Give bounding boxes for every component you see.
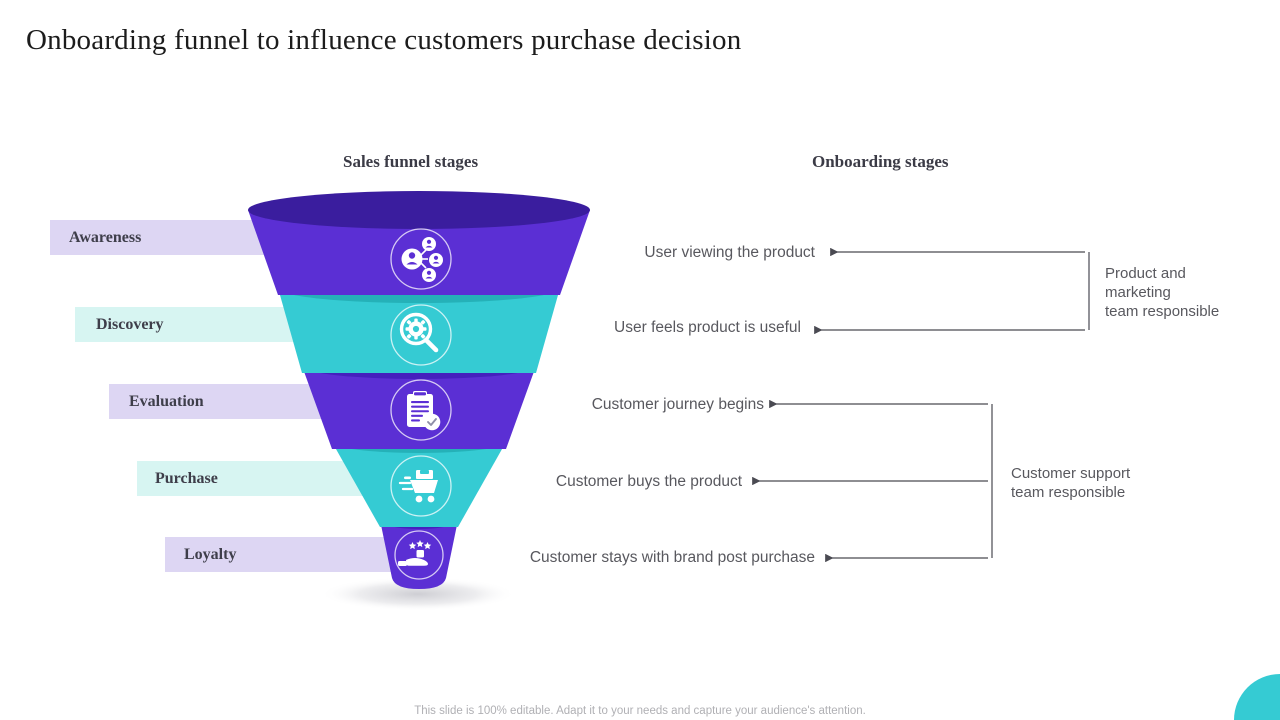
stage-label: Purchase [155,469,218,487]
hand-stars-icon [394,530,444,580]
corner-decoration [1234,674,1280,720]
page-title: Onboarding funnel to influence customers… [26,24,742,56]
onboarding-step-2: Customer journey begins [591,396,764,413]
footer-note: This slide is 100% editable. Adapt it to… [414,705,866,717]
onboarding-step-3: Customer buys the product [555,473,742,490]
funnel-svg [248,191,590,611]
stage-label: Awareness [69,228,142,246]
stage-label: Evaluation [129,392,204,410]
clipboard-check-icon [390,379,452,441]
users-network-icon [390,228,452,290]
funnel-shadow [320,577,516,611]
stage-bar-evaluation[interactable]: Evaluation [109,384,352,419]
team-caption-customer-support: Customer support team responsible [1011,465,1131,501]
stage-bar-purchase[interactable]: Purchase [137,461,380,496]
stage-bar-discovery[interactable]: Discovery [75,307,318,342]
bracket-group-customer-support [752,399,993,563]
sales-funnel-graphic [240,190,610,615]
magnifier-gear-icon [390,304,452,366]
onboarding-step-0: User viewing the product [644,244,815,261]
sales-funnel-stages-header: Sales funnel stages [343,152,479,171]
team-caption-product-marketing: Product and marketing team responsible [1105,265,1220,320]
bracket-group-product-marketing [814,247,1090,335]
funnel-segment-awareness[interactable] [248,191,590,295]
onboarding-stages-header: Onboarding stages [812,152,949,171]
shopping-cart-icon [390,455,452,517]
stage-label: Discovery [96,315,164,333]
stage-bar-loyalty[interactable]: Loyalty [165,537,408,572]
stage-label: Loyalty [184,545,237,563]
stage-bar-awareness[interactable]: Awareness [50,220,293,255]
onboarding-step-1: User feels product is useful [614,319,801,336]
onboarding-step-4: Customer stays with brand post purchase [529,549,815,566]
